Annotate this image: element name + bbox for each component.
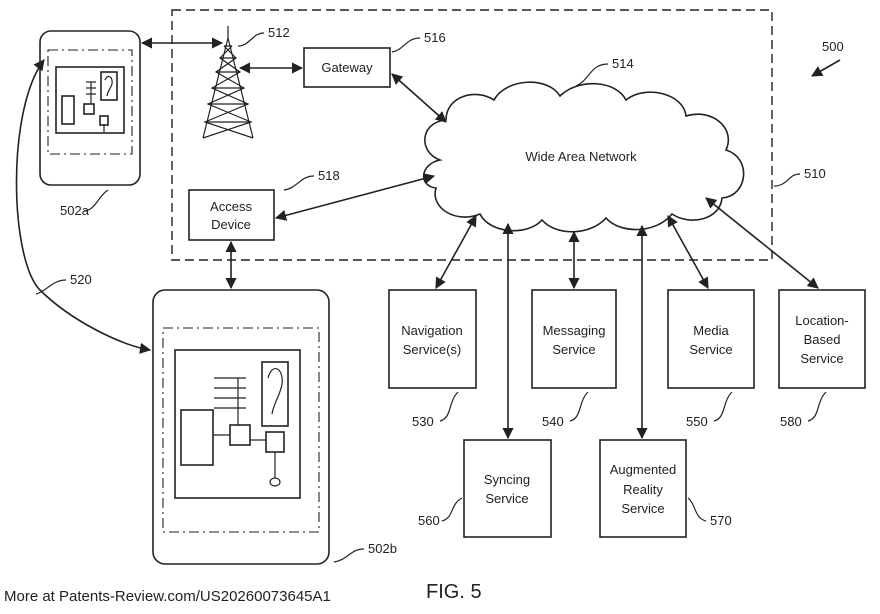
media-service-ref: 550 [686,414,708,429]
syncing-service-ref: 560 [418,513,440,528]
ar-service-line1: Augmented [610,462,677,477]
arrow-wan-location [705,197,819,289]
cell-tower-icon [202,26,254,139]
media-service-line2: Service [689,342,732,357]
figure-ref: 500 [822,39,844,54]
figure-caption: FIG. 5 [426,581,482,603]
messaging-service-box [531,289,617,389]
messaging-service-ref: 540 [542,414,564,429]
device-b-ref-leader [333,548,365,563]
gateway-ref: 516 [424,30,446,45]
syncing-service-ref-leader [441,497,463,522]
access-device-line2: Device [211,217,251,232]
location-service-box [778,289,866,389]
arrow-wan-media [667,215,709,289]
ar-service-ref: 570 [710,513,732,528]
wan-ref-leader [575,63,609,87]
boundary-ref: 510 [804,166,826,181]
ar-service-line3: Service [621,501,664,516]
device-a-map-icon [55,66,125,134]
navigation-service-ref-leader [439,391,459,422]
arrow-gateway-wan [391,73,447,123]
syncing-service-line2: Service [485,491,528,506]
location-service-line2: Based [804,332,841,347]
media-service-ref-leader [713,391,733,422]
link-ref-leader [35,279,67,295]
ar-service-line2: Reality [623,482,663,497]
arrow-access-wan [274,173,436,221]
location-service-ref: 580 [780,414,802,429]
tower-ref-leader [237,32,265,47]
location-service-ref-leader [807,391,827,422]
navigation-service-line1: Navigation [401,323,462,338]
gateway-ref-leader [391,37,421,53]
source-footer: More at Patents-Review.com/US20260073645… [4,588,331,605]
arrow-wan-navigation [435,215,477,289]
tower-ref: 512 [268,25,290,40]
figure-ref-arrow [811,59,841,77]
syncing-service-box [463,439,552,538]
messaging-service-line1: Messaging [543,323,606,338]
media-service-line1: Media [693,323,729,338]
media-service-box [667,289,755,389]
access-device-line1: Access [210,199,252,214]
messaging-service-line2: Service [552,342,595,357]
wan-cloud [422,81,745,233]
device-link-arrow [15,59,152,354]
access-device-ref-leader [283,175,315,191]
navigation-service-box [388,289,477,389]
device-b-map-icon [174,349,301,499]
access-device-ref: 518 [318,168,340,183]
link-ref: 520 [70,272,92,287]
messaging-service-ref-leader [569,391,589,422]
gateway-box [303,47,391,88]
access-device-box [188,189,275,241]
location-service-line1: Location- [795,313,848,328]
ar-service-ref-leader [687,497,707,522]
navigation-service-ref: 530 [412,414,434,429]
ar-service-box [599,439,687,538]
wan-ref: 514 [612,56,634,71]
navigation-service-line2: Service(s) [403,342,462,357]
location-service-line3: Service [800,351,843,366]
wan-label: Wide Area Network [525,149,637,164]
syncing-service-line1: Syncing [484,472,530,487]
boundary-ref-leader [773,173,801,187]
gateway-label: Gateway [321,60,373,75]
device-b-ref: 502b [368,541,397,556]
